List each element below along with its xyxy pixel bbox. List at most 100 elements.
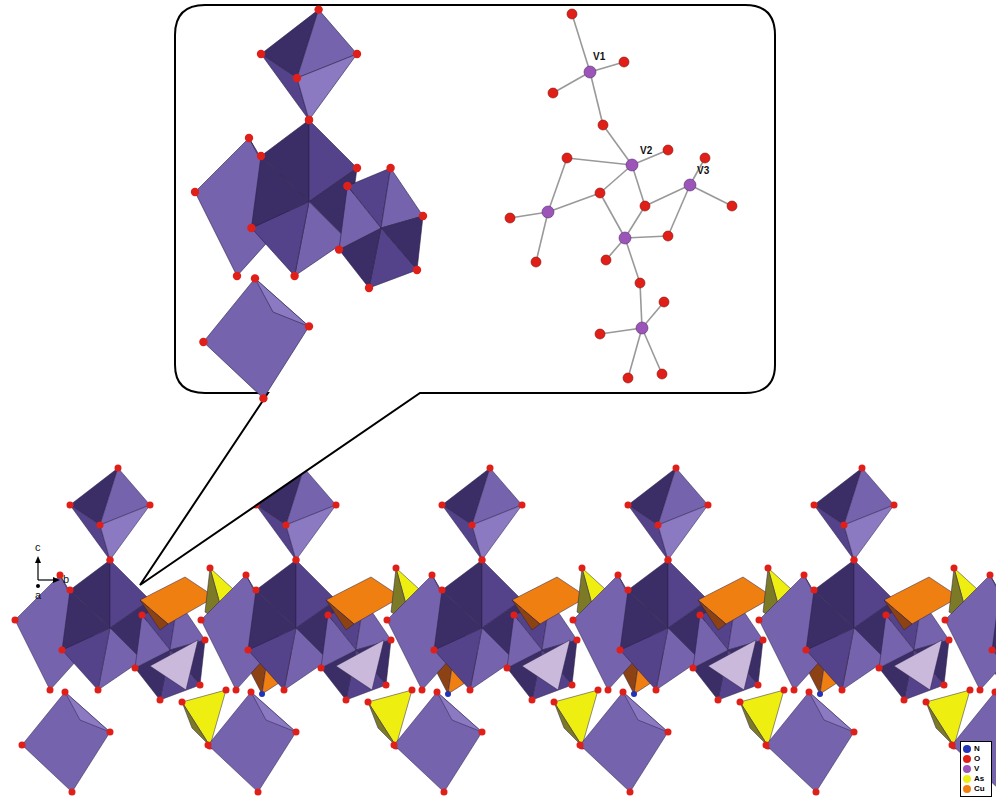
atom-dot bbox=[665, 557, 672, 564]
polyhedron-face bbox=[437, 692, 482, 732]
atom-dot bbox=[202, 637, 209, 644]
atom-dot bbox=[946, 637, 953, 644]
bond-line bbox=[567, 158, 632, 165]
legend-row: V bbox=[963, 764, 991, 774]
polyhedron-face bbox=[658, 505, 708, 560]
oxygen-atom bbox=[619, 57, 629, 67]
axis-label: b bbox=[63, 574, 69, 585]
atom-dot bbox=[257, 152, 265, 160]
atom-dot bbox=[763, 742, 770, 749]
legend-row: Cu bbox=[963, 784, 991, 794]
atom-dot bbox=[290, 272, 298, 280]
atom-dot bbox=[665, 729, 672, 736]
oxygen-atom bbox=[562, 153, 572, 163]
cu-polyhedron bbox=[884, 600, 912, 630]
cu-polyhedron bbox=[326, 600, 354, 630]
atom-dot bbox=[199, 338, 207, 346]
atom-dot bbox=[967, 687, 974, 694]
atom-dot bbox=[529, 697, 536, 704]
atom-dot bbox=[839, 687, 846, 694]
atom-dot bbox=[59, 647, 66, 654]
polyhedron-face bbox=[251, 692, 296, 732]
oxygen-atom bbox=[548, 88, 558, 98]
atom-dot bbox=[132, 665, 139, 672]
atom-dot bbox=[419, 687, 426, 694]
atom-dot bbox=[817, 691, 823, 697]
cu-polyhedron bbox=[698, 600, 726, 630]
legend-text: V bbox=[974, 765, 979, 773]
atom-dot bbox=[388, 637, 395, 644]
atom-dot bbox=[353, 50, 361, 58]
oxygen-atom bbox=[601, 255, 611, 265]
oxygen-atom bbox=[659, 297, 669, 307]
cu-polyhedron bbox=[140, 600, 168, 630]
atom-dot bbox=[579, 565, 586, 572]
polyhedron-face bbox=[62, 590, 110, 650]
atom-dot bbox=[233, 272, 241, 280]
atom-dot bbox=[942, 617, 949, 624]
bond-line bbox=[553, 72, 590, 93]
polyhedron-face bbox=[623, 692, 668, 732]
atom-dot bbox=[191, 188, 199, 196]
atom-dot bbox=[419, 212, 427, 220]
atom-dot bbox=[625, 502, 632, 509]
atom-dot bbox=[115, 465, 122, 472]
bond-line bbox=[640, 283, 642, 328]
polyhedron-face bbox=[203, 278, 309, 398]
atom-dot bbox=[57, 572, 64, 579]
bond-line bbox=[645, 185, 690, 206]
legend-box: NOVAsCu bbox=[960, 741, 992, 797]
repeat-unit bbox=[384, 465, 678, 796]
atom-dot bbox=[631, 691, 637, 697]
atom-dot bbox=[519, 502, 526, 509]
atom-dot bbox=[705, 502, 712, 509]
atom-dot bbox=[247, 224, 255, 232]
atom-dot bbox=[617, 647, 624, 654]
as-tetrahedron bbox=[554, 702, 582, 746]
oxygen-atom bbox=[598, 120, 608, 130]
atom-dot bbox=[851, 557, 858, 564]
atom-dot bbox=[551, 699, 558, 706]
polyhedron-face bbox=[766, 692, 854, 792]
atom-dot bbox=[198, 617, 205, 624]
axis-dot bbox=[36, 584, 40, 588]
atom-dot bbox=[335, 245, 343, 253]
bond-line bbox=[690, 185, 732, 206]
atom-dot bbox=[248, 689, 255, 696]
atom-dot bbox=[257, 50, 265, 58]
bond-line bbox=[628, 328, 642, 378]
atom-dot bbox=[615, 572, 622, 579]
atom-dot bbox=[305, 116, 313, 124]
atom-dot bbox=[891, 502, 898, 509]
atom-dot bbox=[949, 742, 956, 749]
atom-dot bbox=[574, 637, 581, 644]
atom-dot bbox=[811, 502, 818, 509]
atom-dot bbox=[293, 557, 300, 564]
polyhedron-face bbox=[806, 590, 854, 650]
oxygen-atom bbox=[635, 278, 645, 288]
bond-line bbox=[632, 165, 645, 206]
atom-dot bbox=[179, 699, 186, 706]
polyhedron-face bbox=[580, 692, 668, 792]
atom-dot bbox=[386, 164, 394, 172]
atom-dot bbox=[987, 572, 994, 579]
atom-dot bbox=[883, 612, 890, 619]
legend-swatch bbox=[963, 745, 971, 753]
atom-dot bbox=[479, 729, 486, 736]
atom-dot bbox=[207, 565, 214, 572]
atom-dot bbox=[951, 565, 958, 572]
atom-dot bbox=[434, 689, 441, 696]
atom-dot bbox=[245, 647, 252, 654]
atom-dot bbox=[67, 587, 74, 594]
as-tetrahedron bbox=[150, 640, 198, 690]
atom-dot bbox=[97, 522, 104, 529]
atom-dot bbox=[259, 394, 267, 402]
atom-dot bbox=[851, 729, 858, 736]
atom-dot bbox=[325, 612, 332, 619]
oxygen-atom bbox=[657, 369, 667, 379]
atom-dot bbox=[673, 465, 680, 472]
atom-dot bbox=[147, 502, 154, 509]
atom-dot bbox=[756, 617, 763, 624]
